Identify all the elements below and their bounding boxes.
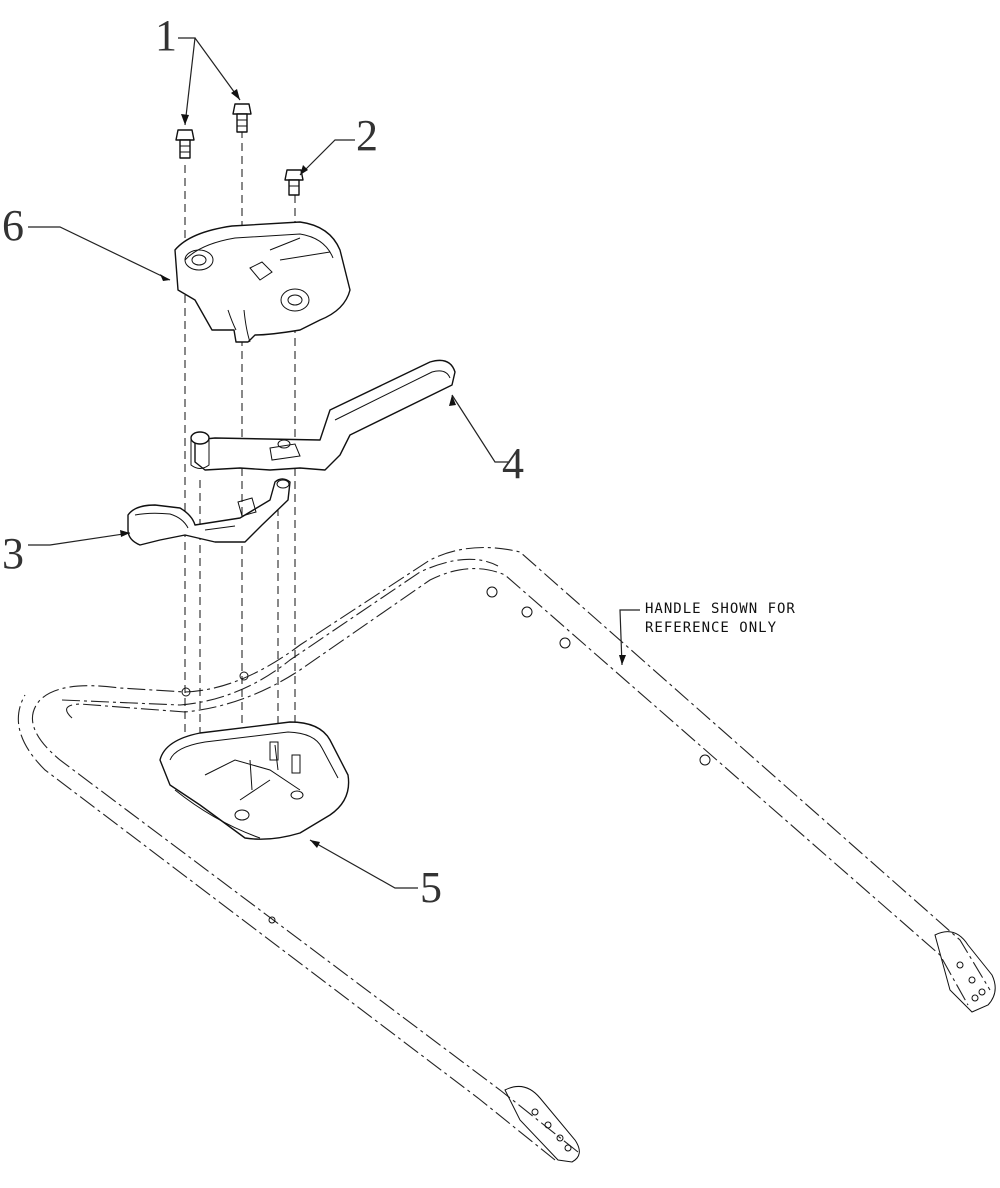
callout-4: 4 — [502, 439, 524, 488]
callout-6: 6 — [2, 201, 24, 250]
note-line-1: HANDLE SHOWN FOR — [645, 601, 796, 617]
lever-part-3 — [127, 478, 291, 546]
leader-lines — [28, 37, 640, 889]
callout-5: 5 — [420, 863, 442, 912]
arrow-heads — [120, 89, 626, 848]
callout-3: 3 — [2, 529, 24, 578]
upper-housing-part-6 — [174, 221, 351, 343]
bail-lever-part-4 — [190, 359, 456, 471]
note-line-2: REFERENCE ONLY — [645, 620, 777, 636]
handle-phantom — [17, 546, 996, 1163]
bolt-part-2 — [284, 169, 304, 196]
bolt-part-1a — [175, 129, 195, 159]
callout-1: 1 — [155, 11, 177, 60]
bolt-part-1b — [232, 103, 252, 133]
callout-2: 2 — [356, 111, 378, 160]
lower-housing-part-5 — [159, 721, 350, 840]
